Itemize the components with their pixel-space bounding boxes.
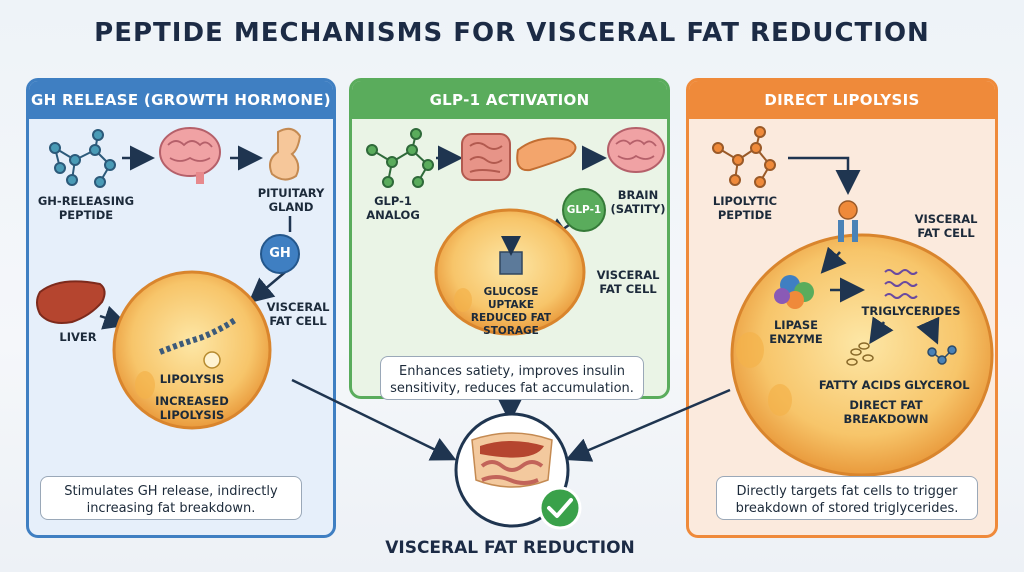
- triglycerides-icon: [884, 269, 918, 299]
- gh-fat-cell: [112, 270, 272, 430]
- glp1-fat-cell-label: VISCERAL FAT CELL: [596, 268, 660, 296]
- intestine-icon: [461, 133, 511, 181]
- direct-fat-breakdown-label: DIRECT FAT BREAKDOWN: [843, 398, 929, 426]
- gh-peptide-molecule-icon: [49, 129, 116, 188]
- liver-label: LIVER: [59, 330, 97, 344]
- gh-hormone-badge: GH: [260, 234, 300, 274]
- lipolysis-label: LIPOLYSIS: [159, 372, 225, 386]
- lipase-enzyme-icon: [774, 275, 814, 309]
- visceral-fat-reduction-label: VISCERAL FAT REDUCTION: [385, 538, 635, 558]
- gh-panel-header: GH RELEASE (GROWTH HORMONE): [29, 81, 333, 119]
- glp1-analog-label: GLP-1 ANALOG: [366, 194, 420, 222]
- gh-peptide-label: GH-RELEASING PEPTIDE: [37, 194, 135, 222]
- gh-fat-cell-label: VISCERAL FAT CELL: [266, 300, 330, 328]
- receptor-icon: [838, 200, 858, 242]
- abdomen-organs-icon: [454, 412, 570, 528]
- page-title: PEPTIDE MECHANISMS FOR VISCERAL FAT REDU…: [94, 18, 930, 48]
- glp1-brain-label: BRAIN (SATITY): [610, 188, 666, 216]
- lipolysis-fat-cell-label: VISCERAL FAT CELL: [914, 212, 978, 240]
- lipase-enzyme-label: LIPASE ENZYME: [769, 318, 823, 346]
- pancreas-icon: [516, 137, 577, 172]
- lipolysis-fat-cell: [730, 233, 994, 477]
- glycerol-label: GLYCEROL: [904, 378, 970, 392]
- glp1-fat-cell: [434, 208, 586, 336]
- brain-icon: [159, 127, 221, 184]
- glp1-analog-molecule-icon: [366, 128, 434, 188]
- pituitary-label: PITUITARY GLAND: [257, 186, 325, 214]
- glp1-note: Enhances satiety, improves insulin sensi…: [380, 356, 644, 400]
- pituitary-gland-icon: [269, 127, 302, 181]
- lipolytic-peptide-molecule-icon: [712, 126, 776, 188]
- gh-note: Stimulates GH release, indirectly increa…: [40, 476, 302, 520]
- checkmark-icon: [538, 486, 582, 530]
- lipolysis-note: Directly targets fat cells to trigger br…: [716, 476, 978, 520]
- glp1-brain-icon: [607, 127, 665, 173]
- glp1-panel-header: GLP-1 ACTIVATION: [352, 81, 667, 119]
- lipolytic-peptide-label: LIPOLYTIC PEPTIDE: [712, 194, 778, 222]
- triglycerides-label: TRIGLYCERIDES: [861, 304, 961, 318]
- glycerol-icon: [927, 345, 957, 365]
- fatty-acids-label: FATTY ACIDS: [818, 378, 902, 392]
- liver-icon: [36, 280, 106, 324]
- glp1-hormone-badge: GLP-1: [562, 188, 606, 232]
- increased-lipolysis-label: INCREASED LIPOLYSIS: [155, 394, 229, 422]
- lipolysis-panel-header: DIRECT LIPOLYSIS: [689, 81, 995, 119]
- fatty-acids-icon: [846, 342, 874, 366]
- glucose-uptake-label: GLUCOSE UPTAKE REDUCED FAT STORAGE: [470, 286, 552, 337]
